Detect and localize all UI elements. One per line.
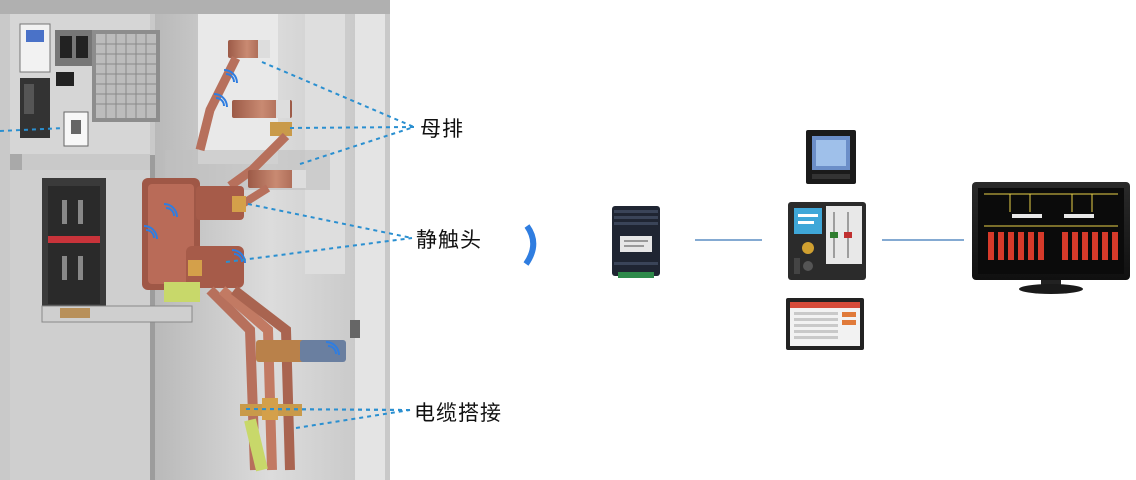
circuit-breaker [41,178,193,323]
switchgear-controller [788,202,866,280]
monitor [972,182,1130,294]
static-contact-assembly [142,178,246,302]
touch-display [786,298,864,350]
panel-meter [806,130,856,184]
temperature-receiver [612,206,660,278]
wireless-receive-arc-icon [523,224,537,266]
static-contact-label: 静触头 [416,228,482,252]
busbar-assembly [195,40,306,212]
busbar-label: 母排 [420,117,464,141]
leader-lines [0,61,415,429]
ventilation-grille [92,30,160,122]
relay-compartment [19,23,95,147]
cable-bundle [206,286,360,472]
wireless-signal-icons [143,69,340,356]
cable-joint-label: 电缆搭接 [414,401,502,425]
